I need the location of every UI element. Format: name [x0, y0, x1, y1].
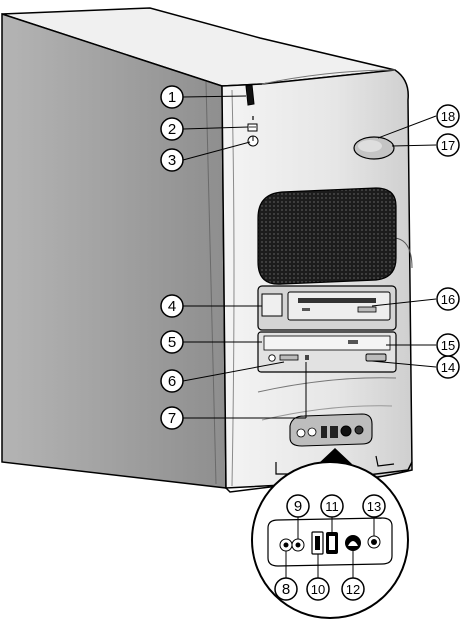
callout-11-label: 11 — [325, 499, 339, 514]
callouts: 1 2 3 4 5 6 7 8 — [160, 85, 460, 601]
panel-firewire-port[interactable] — [330, 426, 338, 438]
callout-4-label: 4 — [168, 298, 176, 315]
callout-3-label: 3 — [168, 152, 176, 169]
blank-bay-cover[interactable] — [261, 293, 283, 317]
drive-bays — [257, 285, 397, 373]
callout-5: 5 — [160, 330, 184, 354]
hdd-led-icon — [247, 123, 258, 132]
cdrom-tray[interactable] — [263, 335, 391, 351]
detail-port-13-inner — [371, 539, 377, 545]
cdrom-volume-control[interactable] — [279, 354, 299, 361]
callout-7: 7 — [160, 406, 184, 430]
led-strip — [245, 84, 255, 106]
case-side-panel — [1, 12, 227, 489]
callout-15-label: 15 — [441, 338, 455, 353]
leader-lines — [182, 95, 437, 578]
floppy-led — [302, 308, 310, 311]
callout-8: 8 — [274, 577, 298, 601]
leader-3 — [182, 141, 251, 161]
cdrom-eject-button[interactable] — [365, 353, 387, 362]
leader-17 — [391, 144, 437, 147]
case-foot-right — [375, 455, 395, 467]
speaker-grille — [257, 187, 397, 285]
callout-11: 11 — [320, 494, 344, 518]
cdrom-activity-led — [305, 355, 309, 360]
callout-17-label: 17 — [441, 138, 455, 153]
callout-7-label: 7 — [168, 410, 176, 427]
callout-6-label: 6 — [168, 373, 176, 390]
callout-2: 2 — [160, 117, 184, 141]
lower-bezel-curve-2 — [261, 405, 393, 421]
detail-port-panel — [267, 517, 393, 567]
callout-1-label: 1 — [168, 89, 176, 106]
panel-jack-right[interactable] — [354, 425, 364, 435]
callout-3: 3 — [160, 148, 184, 172]
callout-16: 16 — [436, 287, 460, 311]
floppy-slot — [298, 298, 376, 303]
callout-6: 6 — [160, 369, 184, 393]
callout-5-label: 5 — [168, 334, 176, 351]
cdrom-headphone-jack[interactable] — [268, 354, 276, 362]
callout-16-label: 16 — [441, 292, 455, 307]
callout-2-label: 2 — [168, 121, 176, 138]
callout-17: 17 — [436, 133, 460, 157]
cdrom-logo — [348, 340, 358, 344]
callout-15: 15 — [436, 333, 460, 357]
callout-13: 13 — [362, 494, 386, 518]
panel-jack-2[interactable] — [307, 427, 317, 437]
floppy-eject-button[interactable] — [357, 306, 377, 313]
leader-16 — [371, 298, 437, 307]
callout-12-label: 12 — [346, 582, 360, 597]
callout-14: 14 — [436, 355, 460, 379]
bezel-top-seam — [261, 69, 396, 85]
leader-18 — [377, 115, 437, 139]
front-lower — [257, 377, 397, 475]
detail-panel-outline — [267, 517, 393, 567]
callout-8-label: 8 — [282, 581, 290, 598]
leader-14 — [371, 360, 437, 368]
leader-1 — [182, 95, 247, 98]
callout-12: 12 — [341, 577, 365, 601]
callout-4: 4 — [160, 294, 184, 318]
callout-18-label: 18 — [441, 109, 455, 124]
case-foot-left — [275, 462, 290, 475]
detail-firewire-port-11-inner — [329, 536, 335, 550]
callout-18: 18 — [436, 104, 460, 128]
bezel-curve — [231, 89, 235, 487]
panel-usb-port[interactable] — [321, 426, 327, 438]
detail-usb-port-10-inner — [315, 536, 320, 550]
detail-mic-jack-9-inner — [295, 542, 301, 548]
callout-1: 1 — [160, 85, 184, 109]
zoom-pointer — [318, 448, 352, 464]
callout-14-label: 14 — [441, 360, 455, 375]
front-upper — [245, 84, 395, 160]
power-button-highlight — [358, 140, 382, 152]
callout-10: 10 — [306, 577, 330, 601]
lower-bezel-curve — [257, 377, 397, 393]
panel-ps2-port[interactable] — [340, 425, 352, 437]
detail-ps2-port-12-inner — [348, 541, 358, 546]
leader-6 — [182, 361, 285, 382]
side-seam — [205, 81, 217, 485]
panel-jack-left[interactable] — [296, 428, 306, 438]
callout-9: 9 — [286, 494, 310, 518]
leader-2 — [182, 126, 249, 130]
callout-9-label: 9 — [294, 498, 302, 515]
bezel-side-bulge — [394, 237, 413, 269]
detail-headphone-jack-8-inner — [283, 542, 289, 548]
callout-13-label: 13 — [367, 499, 381, 514]
callout-10-label: 10 — [311, 582, 325, 597]
